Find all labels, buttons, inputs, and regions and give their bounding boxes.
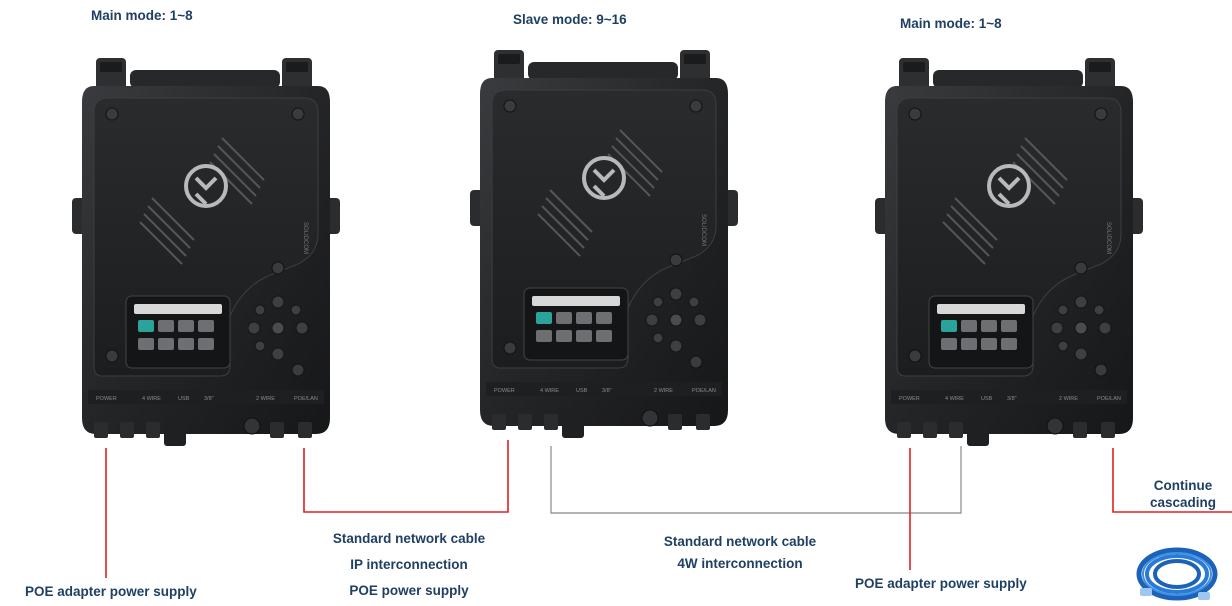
svg-text:USB: USB: [178, 396, 190, 402]
caption-line: Standard network cable: [663, 534, 817, 549]
device-slave-center: SOLIDCOM POWER 4 WIRE USB 3/8" 2 WIRE PO…: [470, 50, 738, 470]
svg-text:4 WIRE: 4 WIRE: [540, 388, 559, 394]
port-labels: POWER 4 WIRE USB 3/8" 2 WIRE POE/LAN: [899, 396, 1121, 402]
device-main-left: SOLIDCOM POWER 4 WIRE USB 3/8" 2 WIRE PO…: [72, 58, 340, 478]
caption-left-power: POE adapter power supply: [25, 584, 197, 599]
svg-text:POE/LAN: POE/LAN: [294, 396, 318, 402]
caption-right-power: POE adapter power supply: [855, 576, 1027, 591]
port-labels: POWER 4 WIRE USB 3/8" 2 WIRE POE/LAN: [494, 388, 716, 394]
svg-text:4 WIRE: 4 WIRE: [142, 396, 161, 402]
caption-four-wire-link: Standard network cable 4W interconnectio…: [654, 531, 826, 575]
svg-text:3/8": 3/8": [602, 388, 612, 394]
brand-text: SOLIDCOM: [1105, 222, 1111, 254]
port-labels: POWER 4 WIRE USB 3/8" 2 WIRE POE/LAN: [96, 396, 318, 402]
mode-label-device1: Main mode: 1~8: [91, 8, 193, 23]
ip-link-line: [303, 440, 509, 513]
caption-ip-link: Standard network cable IP interconnectio…: [322, 526, 496, 604]
caption-line: Continue: [1153, 478, 1213, 493]
svg-text:3/8": 3/8": [204, 396, 214, 402]
network-cable-coil-icon: [1136, 547, 1218, 601]
caption-line: Standard network cable: [332, 531, 486, 546]
caption-continue-cascading: Continue cascading: [1140, 477, 1226, 511]
caption-line: 4W interconnection: [677, 556, 803, 571]
svg-text:POWER: POWER: [494, 388, 515, 394]
svg-text:2 WIRE: 2 WIRE: [256, 396, 275, 402]
caption-line: cascading: [1149, 495, 1217, 510]
mode-label-device2: Slave mode: 9~16: [513, 12, 627, 27]
svg-text:2 WIRE: 2 WIRE: [654, 388, 673, 394]
mode-label-device3: Main mode: 1~8: [900, 16, 1002, 31]
svg-text:POWER: POWER: [899, 396, 920, 402]
svg-text:4 WIRE: 4 WIRE: [945, 396, 964, 402]
brand-text: SOLIDCOM: [302, 222, 308, 254]
four-wire-link-line: [550, 446, 962, 514]
device-main-right: SOLIDCOM POWER 4 WIRE USB 3/8" 2 WIRE PO…: [875, 58, 1143, 478]
svg-text:POWER: POWER: [96, 396, 117, 402]
cascade-line: [1112, 448, 1232, 513]
caption-line: IP interconnection: [350, 557, 468, 572]
caption-line: POE power supply: [349, 583, 469, 598]
svg-text:USB: USB: [576, 388, 588, 394]
svg-text:POE/LAN: POE/LAN: [1097, 396, 1121, 402]
svg-text:2 WIRE: 2 WIRE: [1059, 396, 1078, 402]
svg-text:USB: USB: [981, 396, 993, 402]
svg-text:POE/LAN: POE/LAN: [692, 388, 716, 394]
svg-text:3/8": 3/8": [1007, 396, 1017, 402]
brand-text: SOLIDCOM: [700, 214, 706, 246]
